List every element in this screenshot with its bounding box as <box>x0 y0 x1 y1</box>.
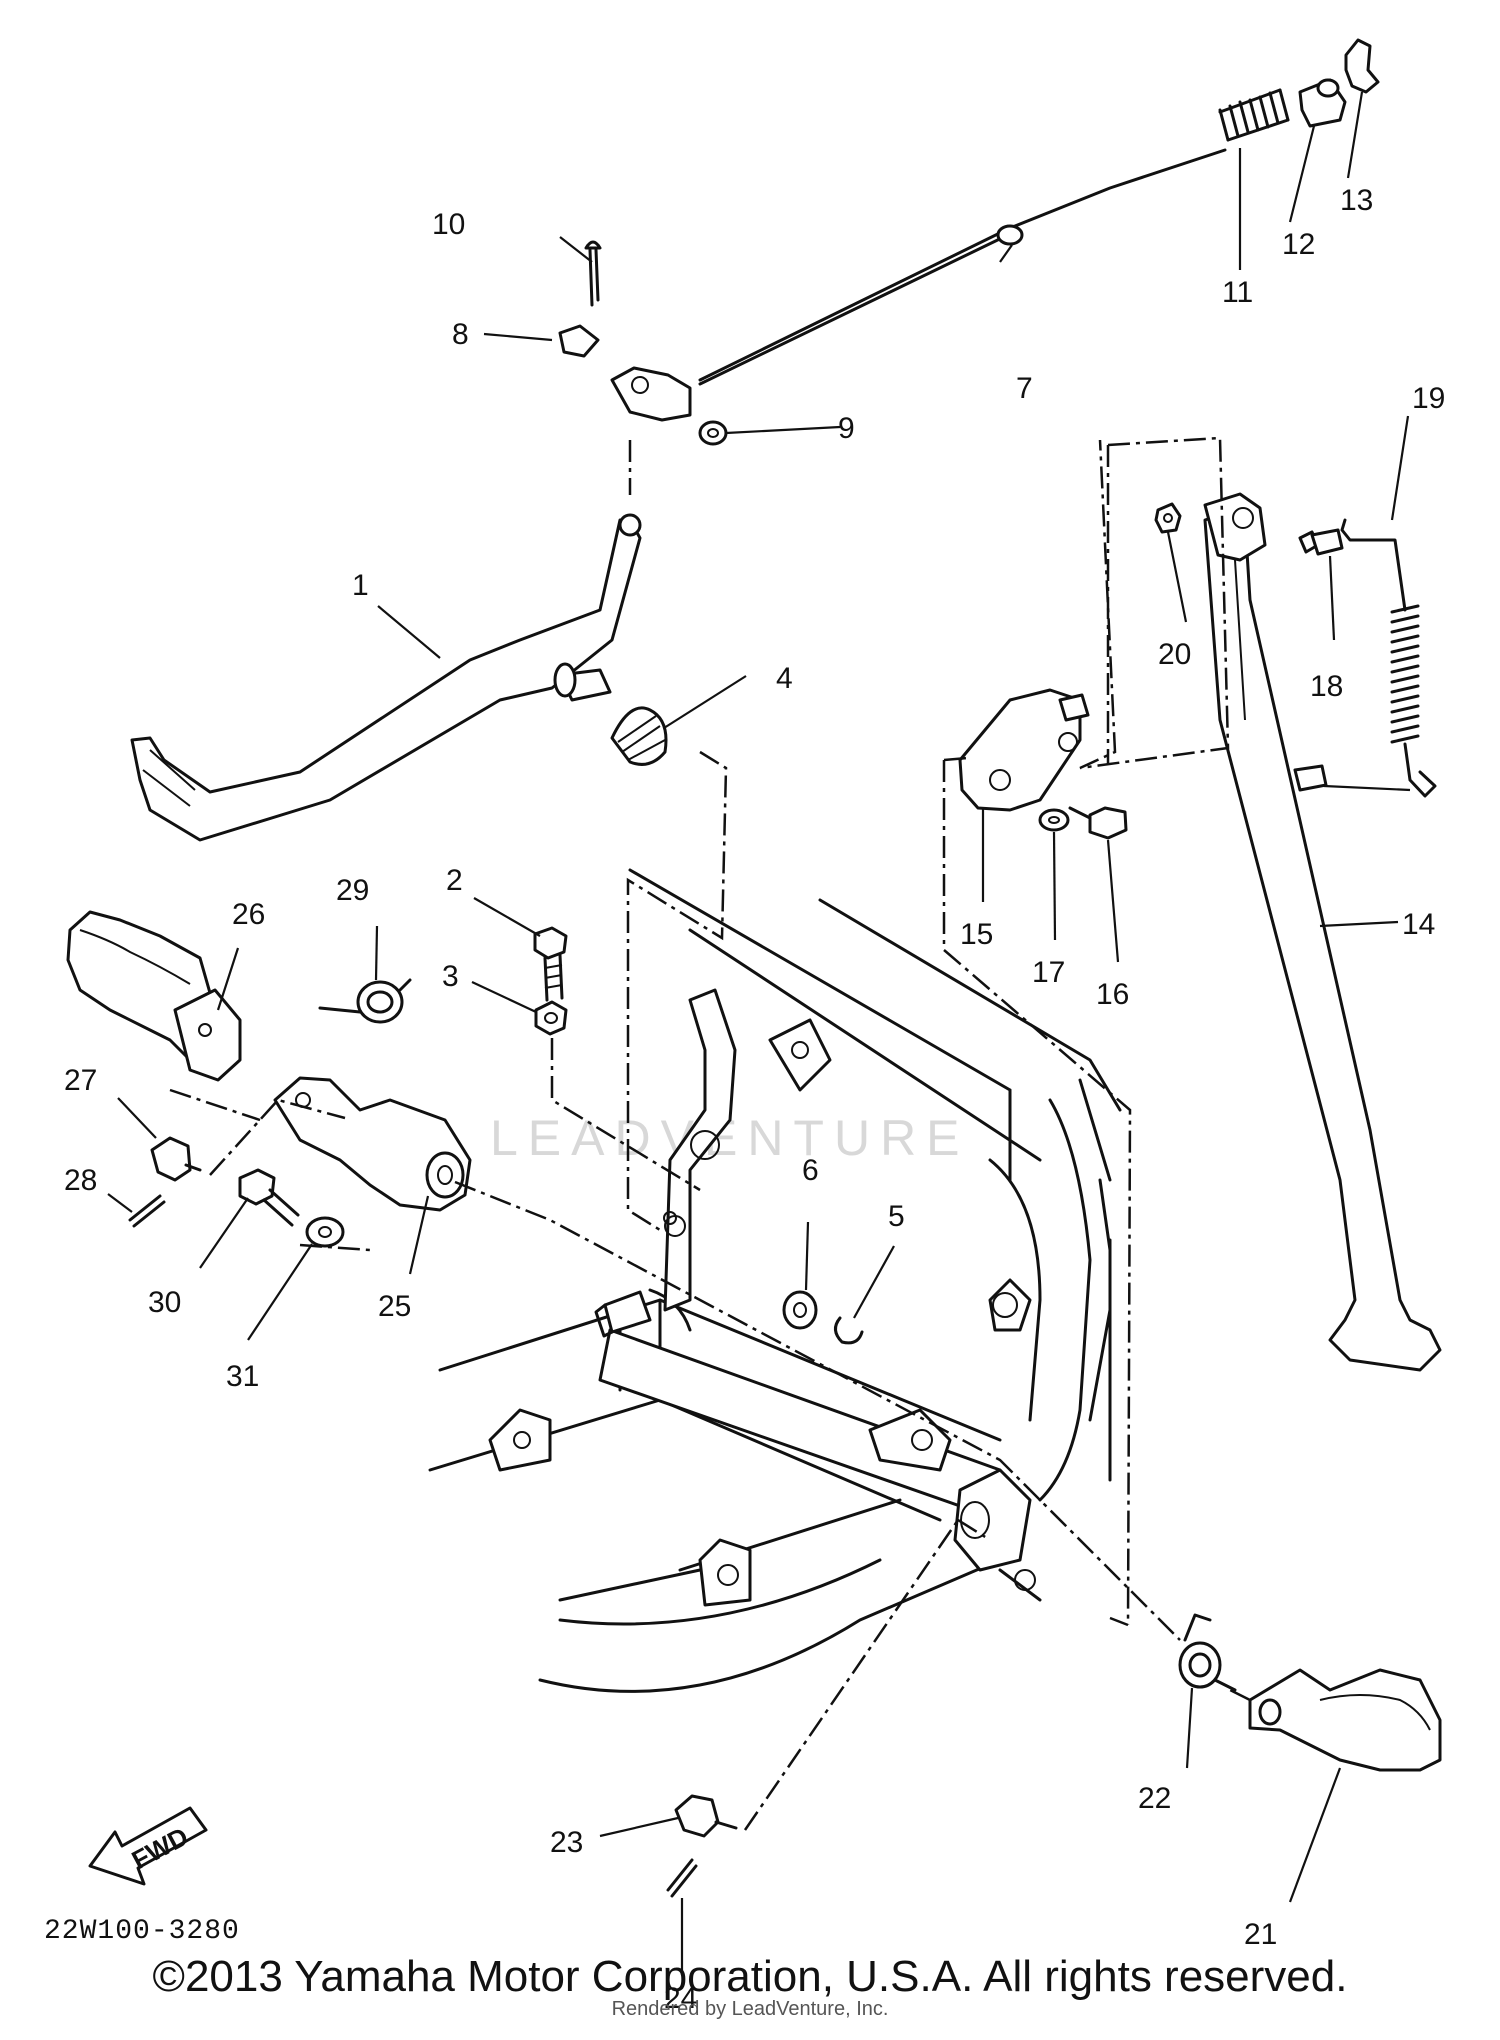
leader-lines <box>107 91 1411 1975</box>
label-part-31: 31 <box>226 1360 259 1393</box>
label-part-3: 3 <box>442 960 459 993</box>
label-part-26: 26 <box>232 898 265 931</box>
label-part-6: 6 <box>802 1154 819 1187</box>
label-part-14: 14 <box>1402 908 1435 941</box>
label-part-29: 29 <box>336 874 369 907</box>
rendered-by-text: Rendered by LeadVenture, Inc. <box>611 1998 889 2020</box>
brake-rod-assembly <box>558 38 1380 446</box>
right-footrest-group <box>666 1613 1442 1898</box>
label-part-27: 27 <box>64 1064 97 1097</box>
label-part-25: 25 <box>378 1290 411 1323</box>
label-part-11: 11 <box>1222 276 1253 309</box>
label-part-19: 19 <box>1412 382 1445 415</box>
label-part-2: 2 <box>446 864 463 897</box>
label-part-10: 10 <box>432 208 465 241</box>
brake-mount-plate <box>663 988 737 1312</box>
sidestand <box>1154 492 1442 1372</box>
label-part-24: 24 <box>664 1982 697 2015</box>
label-part-1: 1 <box>352 569 369 602</box>
bolt-2-nut-3-shapes <box>533 926 568 1036</box>
label-part-20: 20 <box>1158 638 1191 671</box>
fwd-arrow: FWD <box>88 1806 208 1886</box>
label-part-13: 13 <box>1340 184 1373 217</box>
spring-19-shape <box>1340 518 1437 798</box>
label-part-8: 8 <box>452 318 469 351</box>
spring-4-shape <box>610 706 668 766</box>
part-labels: 1 2 3 4 5 6 7 8 9 10 11 12 13 14 15 16 1… <box>64 184 1445 2015</box>
label-part-21: 21 <box>1244 1918 1277 1951</box>
washer-6-clip-5-shapes <box>782 1290 864 1345</box>
sidestand-bracket <box>958 688 1128 840</box>
label-part-15: 15 <box>960 918 993 951</box>
diagram-code: 22W100-3280 <box>44 1916 240 1947</box>
copyright-notice: ©2013 Yamaha Motor Corporation, U.S.A. A… <box>152 1952 1348 2001</box>
label-part-4: 4 <box>776 662 793 695</box>
label-part-9: 9 <box>838 412 855 445</box>
label-part-30: 30 <box>148 1286 181 1319</box>
label-part-17: 17 <box>1032 956 1065 989</box>
label-part-22: 22 <box>1138 1782 1171 1815</box>
frame-structure <box>428 868 1122 1693</box>
label-part-23: 23 <box>550 1826 583 1859</box>
brake-pedal <box>130 513 642 842</box>
label-part-28: 28 <box>64 1164 97 1197</box>
label-part-16: 16 <box>1096 978 1129 1011</box>
left-footrest-group <box>66 910 472 1248</box>
label-part-18: 18 <box>1310 670 1343 703</box>
label-part-12: 12 <box>1282 228 1315 261</box>
label-part-7: 7 <box>1016 372 1033 405</box>
label-part-5: 5 <box>888 1200 905 1233</box>
